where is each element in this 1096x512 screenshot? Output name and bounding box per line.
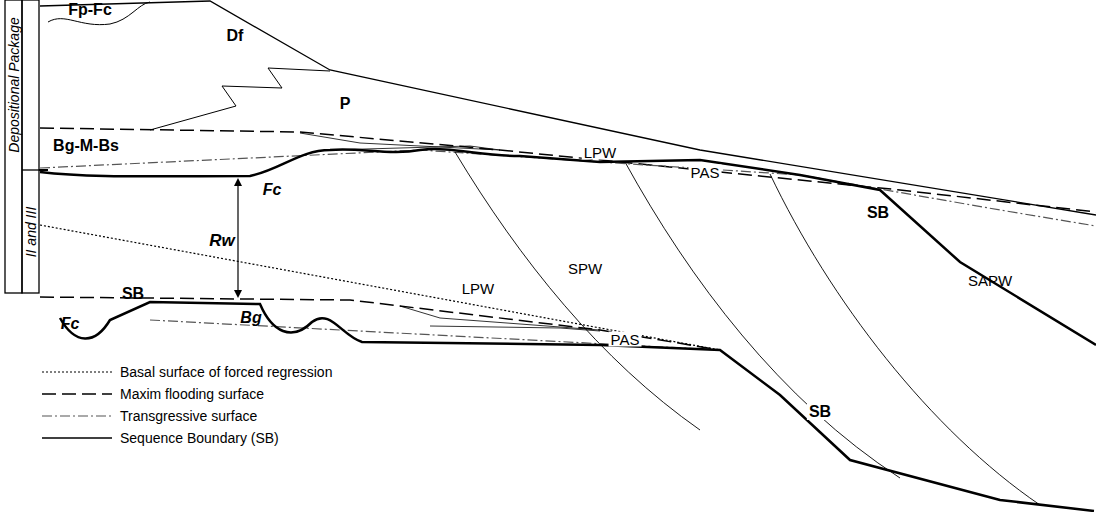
- sequence-boundary: [60, 302, 1094, 511]
- unit-label: Fc: [263, 182, 282, 198]
- top-surface: [40, 1, 1096, 215]
- unit-label: Df: [227, 28, 244, 44]
- legend-sample: [42, 393, 112, 395]
- unit-label: Bg: [240, 310, 261, 326]
- unit-label: LPW: [582, 145, 619, 160]
- unit-label: SAPW: [968, 273, 1012, 288]
- legend-sample: [42, 415, 112, 416]
- thickness-arrow: [237, 182, 238, 294]
- unit-label: Fp-Fc: [68, 2, 112, 18]
- unit-label: LPW: [460, 281, 497, 296]
- unit-label: Bg-M-Bs: [53, 138, 119, 154]
- column-box: [5, 0, 22, 293]
- sequence-boundary: [40, 149, 1096, 345]
- facies-boundary: [150, 68, 330, 130]
- legend-sample: [42, 437, 112, 439]
- unit-label: PAS: [609, 332, 642, 347]
- legend-sample: [42, 371, 112, 372]
- column-tick: [39, 169, 48, 171]
- facies-boundary: [430, 326, 600, 331]
- facies-boundary: [400, 306, 600, 330]
- legend-text: Sequence Boundary (SB): [120, 431, 279, 445]
- unit-label: SPW: [568, 261, 602, 276]
- column-divider: [22, 169, 39, 170]
- unit-label: Rw: [209, 232, 235, 249]
- unit-label: Fc: [61, 316, 80, 332]
- facies-boundary: [300, 133, 500, 150]
- column-box: [22, 0, 39, 293]
- clinoform-line: [455, 152, 700, 430]
- facies-boundary: [48, 2, 150, 25]
- column-label: II and III: [24, 207, 38, 258]
- legend-text: Maxim flooding surface: [120, 387, 264, 401]
- unit-label: SB: [865, 205, 891, 221]
- unit-label: PAS: [689, 165, 722, 180]
- transgressive-surface: [150, 320, 720, 350]
- clinoform-line: [625, 162, 900, 478]
- basal-surface-forced-regression: [40, 225, 720, 350]
- transgressive-surface: [40, 150, 1096, 226]
- unit-label: SB: [122, 286, 144, 302]
- unit-label: SB: [807, 404, 833, 420]
- unit-label: P: [340, 96, 351, 112]
- column-label: Depositional Package: [7, 17, 21, 152]
- legend-text: Transgressive surface: [120, 409, 257, 423]
- clinoform-line: [770, 174, 1040, 505]
- legend-text: Basal surface of forced regression: [120, 365, 332, 379]
